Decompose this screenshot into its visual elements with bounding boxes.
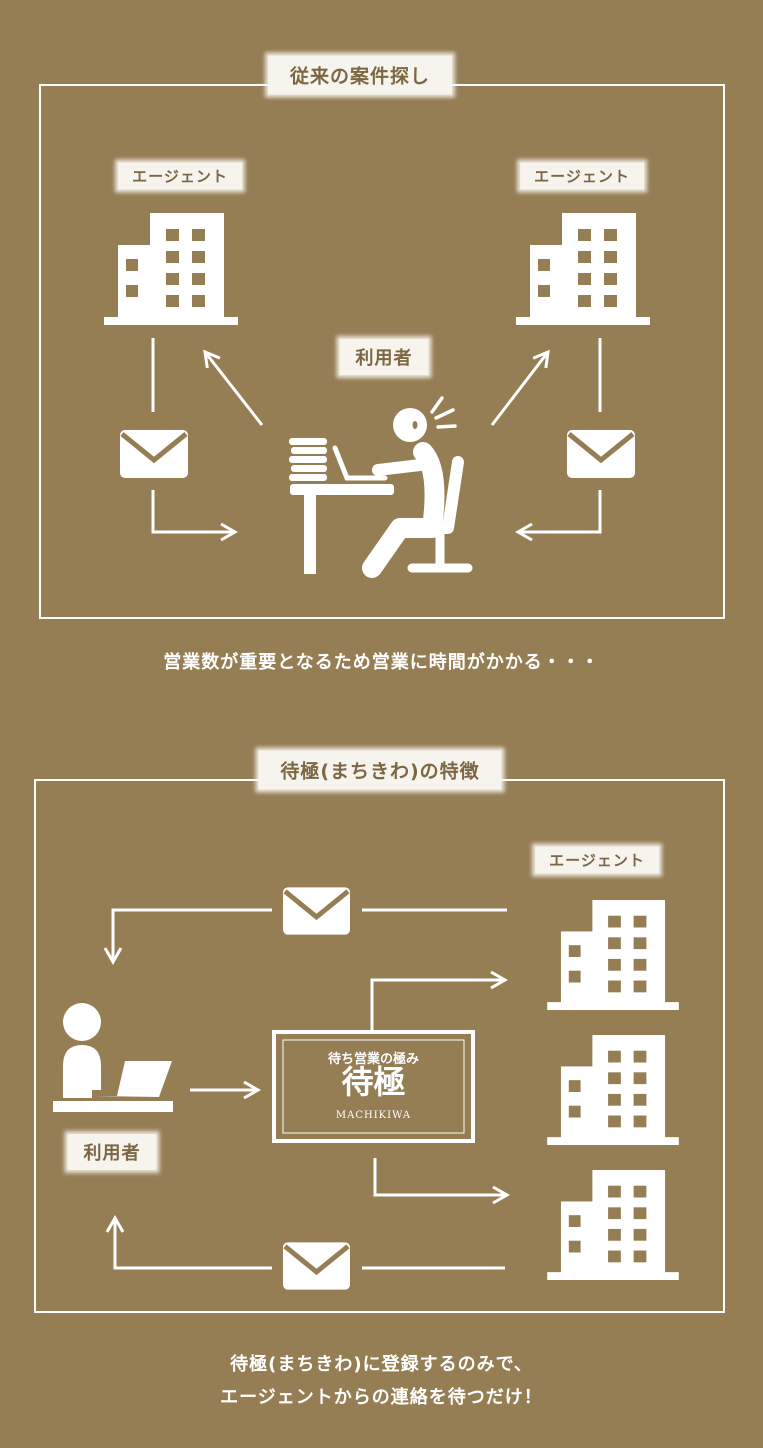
agent-building-icon-left bbox=[104, 213, 238, 325]
agent-label-left: エージェント bbox=[118, 162, 242, 190]
envelope-icon-top bbox=[283, 887, 350, 934]
arrow-right-to-user bbox=[518, 490, 602, 532]
envelope-icon-bottom bbox=[283, 1242, 350, 1289]
arrow-user-to-right-agent bbox=[490, 352, 548, 426]
arrow-user-to-left-agent bbox=[205, 352, 264, 426]
arrow-envelope-to-user-bottom bbox=[115, 1218, 272, 1270]
arrow-machikiwa-to-agent-3 bbox=[373, 1158, 507, 1195]
agent-building-icon-1 bbox=[547, 900, 679, 1010]
user-with-laptop-icon bbox=[53, 1003, 173, 1112]
logo-tagline: 待ち営業の極み bbox=[327, 1052, 419, 1067]
section2-caption-line1: 待極(まちきわ)に登録するのみで、 bbox=[230, 1354, 533, 1375]
busy-user-at-desk-icon bbox=[289, 396, 473, 578]
section1-title: 従来の案件探し bbox=[267, 55, 453, 95]
agent-building-icon-2 bbox=[547, 1035, 679, 1145]
arrow-machikiwa-to-agent-1 bbox=[370, 980, 505, 1030]
machikiwa-logo bbox=[272, 1030, 475, 1143]
envelope-icon-left bbox=[120, 430, 188, 478]
agent-label-right: エージェント bbox=[520, 162, 644, 190]
arrow-envelope-to-user-top bbox=[113, 908, 272, 962]
logo-romaji: MACHIKIWA bbox=[335, 1110, 412, 1121]
user-label: 利用者 bbox=[339, 339, 429, 375]
agent-label: エージェント bbox=[535, 846, 659, 874]
section1-caption: 営業数が重要となるため営業に時間がかかる・・・ bbox=[163, 652, 600, 673]
logo-name: 待極 bbox=[341, 1063, 406, 1101]
agent-building-icon-right bbox=[516, 213, 650, 325]
envelope-icon-right bbox=[567, 430, 635, 478]
user-label-2: 利用者 bbox=[67, 1134, 157, 1170]
section2-title: 待極(まちきわ)の特徴 bbox=[258, 750, 502, 790]
section2-caption-line2: エージェントからの連絡を待つだけ！ bbox=[220, 1387, 543, 1408]
agent-building-icon-3 bbox=[547, 1170, 679, 1280]
arrow-left-to-user bbox=[151, 490, 235, 532]
